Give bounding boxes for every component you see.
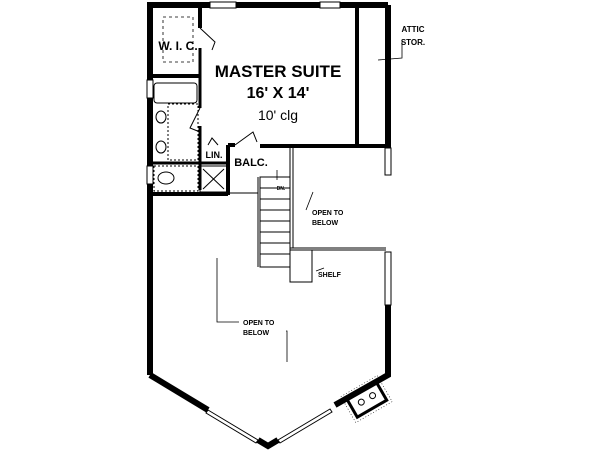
- sink-icon: [155, 110, 167, 124]
- wic-label: W. I. C.: [158, 39, 197, 53]
- bathroom-fixtures: [153, 82, 228, 193]
- attic-label-line2: STOR.: [401, 38, 425, 47]
- windows: [146, 1, 392, 444]
- attic-label-line1: ATTIC: [402, 25, 425, 34]
- bathtub-icon: [153, 82, 198, 104]
- wic-shelf: [162, 16, 194, 63]
- master-suite-size: 16' X 14': [247, 85, 310, 102]
- stair-down-label: DN.: [277, 186, 286, 192]
- master-suite-ceiling: 10' clg: [258, 107, 298, 123]
- stairs: [257, 176, 313, 283]
- sink-icon: [155, 140, 167, 154]
- open-to-below-label-1b: BELOW: [312, 220, 338, 227]
- toilet-icon: [157, 171, 175, 185]
- master-suite-label: MASTER SUITE: [215, 62, 342, 81]
- open-to-below-label-1a: OPEN TO: [312, 210, 344, 217]
- fireplace: [340, 375, 393, 424]
- open-to-below-label-2a: OPEN TO: [243, 320, 275, 327]
- exterior-walls: [147, 2, 391, 450]
- shelf-label: SHELF: [318, 272, 342, 279]
- open-to-below-label-2b: BELOW: [243, 330, 269, 337]
- linen-label: LIN.: [206, 150, 223, 160]
- balcony-label: BALC.: [234, 157, 268, 169]
- interior-walls: [150, 5, 388, 251]
- doors: [189, 27, 258, 146]
- annotation-arrows: [216, 42, 403, 362]
